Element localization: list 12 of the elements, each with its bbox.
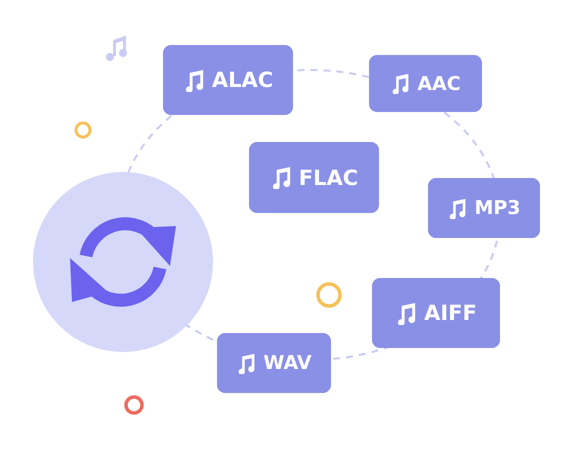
format-tag [369, 55, 482, 112]
format-label: WAV [263, 352, 312, 374]
format-tag [217, 333, 331, 393]
format-tag [163, 45, 293, 115]
format-label: AAC [417, 72, 461, 94]
format-label: ALAC [212, 68, 274, 92]
format-label: AIFF [424, 301, 477, 325]
format-label: FLAC [298, 166, 358, 190]
format-label: MP3 [474, 197, 521, 219]
format-tag [372, 278, 500, 348]
format-tag [249, 142, 379, 213]
format-tag [428, 178, 540, 238]
